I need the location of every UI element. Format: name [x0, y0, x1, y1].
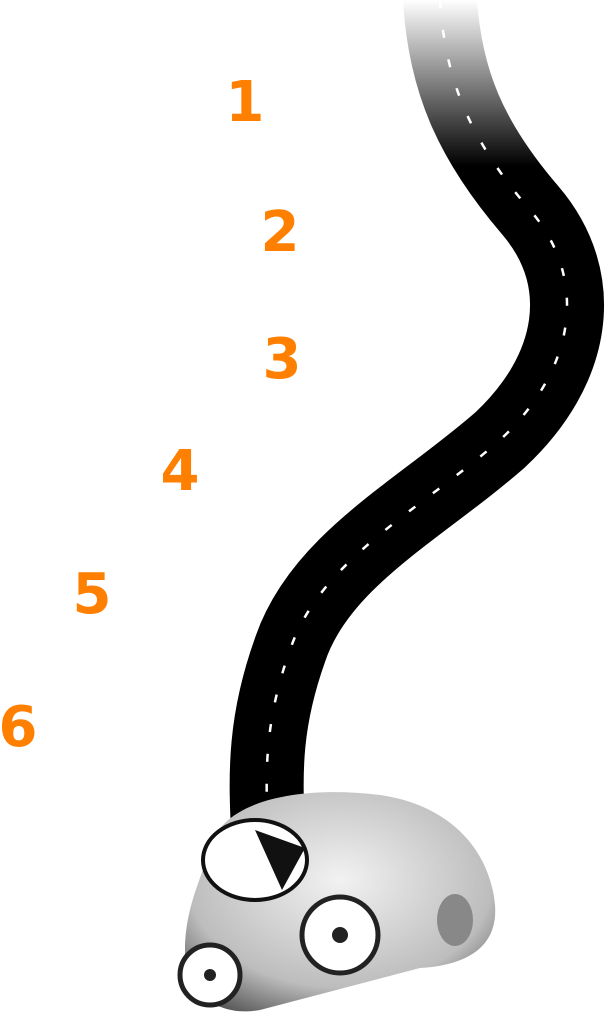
- step-number-4: 4: [160, 439, 200, 504]
- step-number-3: 3: [262, 327, 302, 392]
- car-icon: [177, 792, 496, 1012]
- step-number-2: 2: [260, 200, 300, 265]
- road: [229, 0, 604, 867]
- step-number-1: 1: [225, 70, 265, 135]
- step-number-6: 6: [0, 695, 38, 760]
- road-center-line: [265, 0, 569, 831]
- step-number-5: 5: [72, 562, 112, 627]
